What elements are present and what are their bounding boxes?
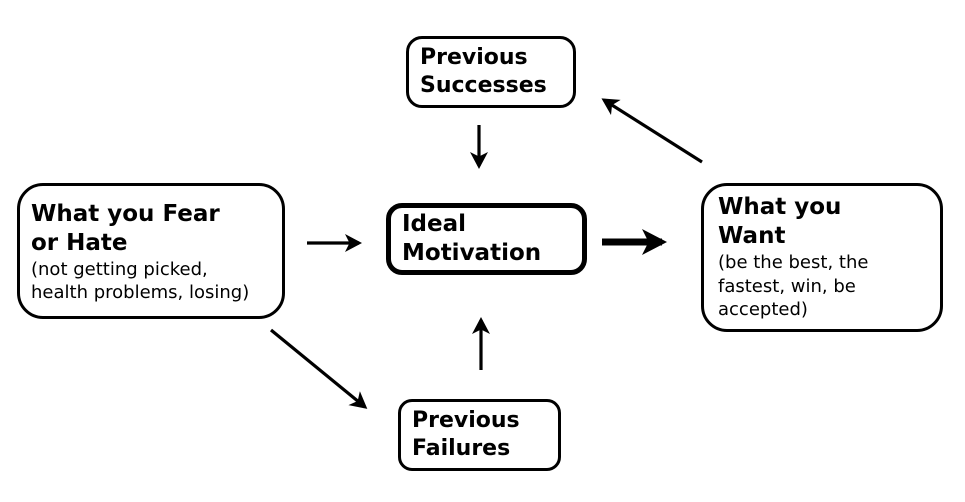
node-previous-failures-title: Previous Failures bbox=[412, 408, 520, 461]
node-previous-failures: Previous Failures bbox=[398, 399, 561, 471]
arrow-want-to-successes bbox=[601, 98, 703, 164]
node-what-you-fear-subtitle: (not getting picked, health problems, lo… bbox=[31, 259, 250, 304]
node-ideal-motivation: Ideal Motivation bbox=[386, 203, 587, 275]
arrow-fear-to-failures bbox=[269, 328, 368, 409]
node-what-you-want-title: What you Want bbox=[718, 194, 842, 250]
node-previous-successes: Previous Successes bbox=[406, 36, 576, 108]
node-what-you-fear-title: What you Fear or Hate bbox=[31, 201, 220, 257]
node-what-you-want-subtitle: (be the best, the fastest, win, be accep… bbox=[718, 252, 869, 321]
node-what-you-want: What you Want (be the best, the fastest,… bbox=[701, 183, 943, 332]
node-what-you-fear: What you Fear or Hate (not getting picke… bbox=[17, 183, 285, 319]
node-ideal-motivation-title: Ideal Motivation bbox=[402, 211, 542, 266]
node-previous-successes-title: Previous Successes bbox=[420, 45, 547, 98]
